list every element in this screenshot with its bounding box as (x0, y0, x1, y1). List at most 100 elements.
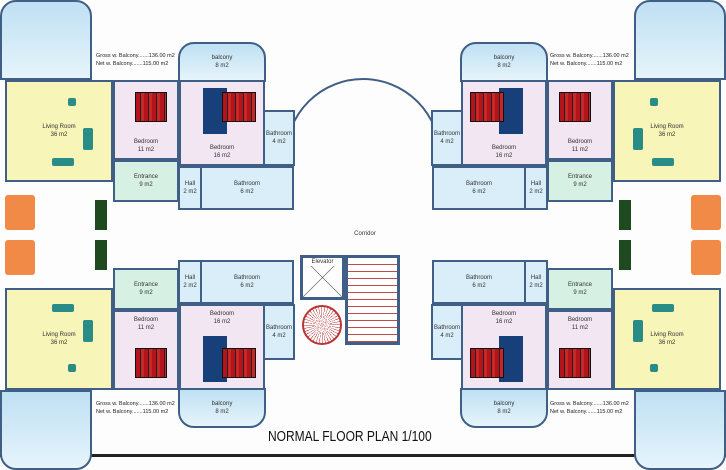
room-area: 2 m2 (529, 189, 543, 195)
net-area-note: Net w. Balcony.......115.00 m2 (96, 409, 169, 415)
staircase (345, 255, 400, 345)
bottom-right-balcony: balcony 8 m2 (460, 388, 548, 428)
top-right-planter (619, 200, 631, 230)
top-left-bed-large (222, 92, 256, 122)
room-name: Living Room (42, 124, 76, 130)
bottom-left-bed-large (222, 348, 256, 378)
room-name: Bedroom (567, 139, 593, 145)
top-right-bed-small (559, 92, 591, 122)
room-name: Entrance (133, 282, 158, 288)
bottom-left-balcony: balcony 8 m2 (178, 388, 266, 428)
room-area: 36 m2 (50, 132, 68, 138)
room-name: Bedroom (491, 311, 517, 317)
top-left-bath4: Bathroom 4 m2 (263, 110, 295, 166)
bottom-left-area-notes: Gross w. Balcony.......136.00 m2 Net w. B… (96, 400, 176, 418)
bottom-right-bed-large (470, 348, 504, 378)
room-name: Bedroom (133, 139, 159, 145)
room-name: Bedroom (491, 145, 517, 151)
room-name: Hall (184, 275, 196, 281)
bottom-right-planter (619, 240, 631, 270)
room-area: 2 m2 (529, 283, 543, 289)
room-name: balcony (493, 55, 515, 61)
room-area: 16 m2 (495, 319, 513, 325)
bottom-left-bed-small (135, 348, 167, 378)
spiral-staircase (302, 305, 342, 345)
top-right-living: Living Room 36 m2 (613, 80, 721, 182)
room-area: 2 m2 (183, 283, 197, 289)
room-name: Bathroom (433, 325, 460, 331)
top-left-living: Living Room 36 m2 (5, 80, 113, 182)
room-area: 11 m2 (571, 147, 589, 153)
room-area: 4 m2 (272, 139, 286, 145)
bottom-left-sofa-2 (52, 304, 74, 312)
room-area: 6 m2 (240, 283, 254, 289)
gross-area-note: Gross w. Balcony.......136.00 m2 (96, 401, 175, 407)
room-name: Living Room (650, 124, 684, 130)
room-area: 9 m2 (139, 182, 153, 188)
top-left-hall: Hall 2 m2 (178, 166, 202, 210)
room-name: Bathroom (433, 131, 460, 137)
room-area: 8 m2 (497, 409, 511, 415)
top-right-sofa-2 (652, 158, 674, 166)
room-area: 2 m2 (183, 189, 197, 195)
corridor-arch (285, 78, 441, 153)
room-area: 4 m2 (440, 139, 454, 145)
bottom-left-sofa (83, 320, 93, 342)
room-name: Bedroom (133, 317, 159, 323)
bottom-left-dining-table-2 (5, 208, 35, 230)
room-area: 16 m2 (213, 153, 231, 159)
top-left-bed-small (135, 92, 167, 122)
bottom-left-dining-table (5, 253, 35, 275)
room-name: Bathroom (265, 325, 292, 331)
room-area: 4 m2 (272, 333, 286, 339)
room-area: 8 m2 (497, 63, 511, 69)
room-name: Living Room (650, 332, 684, 338)
room-name: Hall (184, 181, 196, 187)
plan-title: NORMAL FLOOR PLAN 1/100 (268, 428, 432, 445)
room-name: Bedroom (209, 145, 235, 151)
bottom-right-armchair (650, 364, 658, 372)
room-name: Living Room (42, 332, 76, 338)
top-left-sofa (83, 128, 93, 150)
bottom-right-dining-table-2 (691, 208, 721, 230)
room-name: Bathroom (233, 181, 260, 187)
room-area: 36 m2 (658, 340, 676, 346)
bottom-rule (0, 454, 726, 457)
room-name: Bathroom (265, 131, 292, 137)
room-area: 36 m2 (658, 132, 676, 138)
room-area: 8 m2 (215, 409, 229, 415)
room-area: 16 m2 (495, 153, 513, 159)
bottom-right-sofa-2 (652, 304, 674, 312)
net-area-note: Net w. Balcony.......115.00 m2 (550, 61, 623, 67)
room-name: Bathroom (233, 275, 260, 281)
top-right-armchair (650, 98, 658, 106)
gross-area-note: Gross w. Balcony.......136.00 m2 (96, 53, 175, 59)
bottom-left-planter (95, 240, 107, 270)
room-name: Bedroom (209, 311, 235, 317)
room-area: 11 m2 (137, 325, 155, 331)
room-area: 8 m2 (215, 63, 229, 69)
top-left-bigbalc (0, 0, 92, 80)
bottom-right-sofa (633, 320, 643, 342)
room-name: balcony (211, 401, 233, 407)
top-left-planter (95, 200, 107, 230)
room-name: balcony (493, 401, 515, 407)
room-area: 9 m2 (573, 182, 587, 188)
bottom-left-bath6: Bathroom 6 m2 (200, 260, 294, 304)
room-area: 11 m2 (137, 147, 155, 153)
room-area: 36 m2 (50, 340, 68, 346)
top-right-bed-large (470, 92, 504, 122)
room-name: Bathroom (465, 275, 492, 281)
